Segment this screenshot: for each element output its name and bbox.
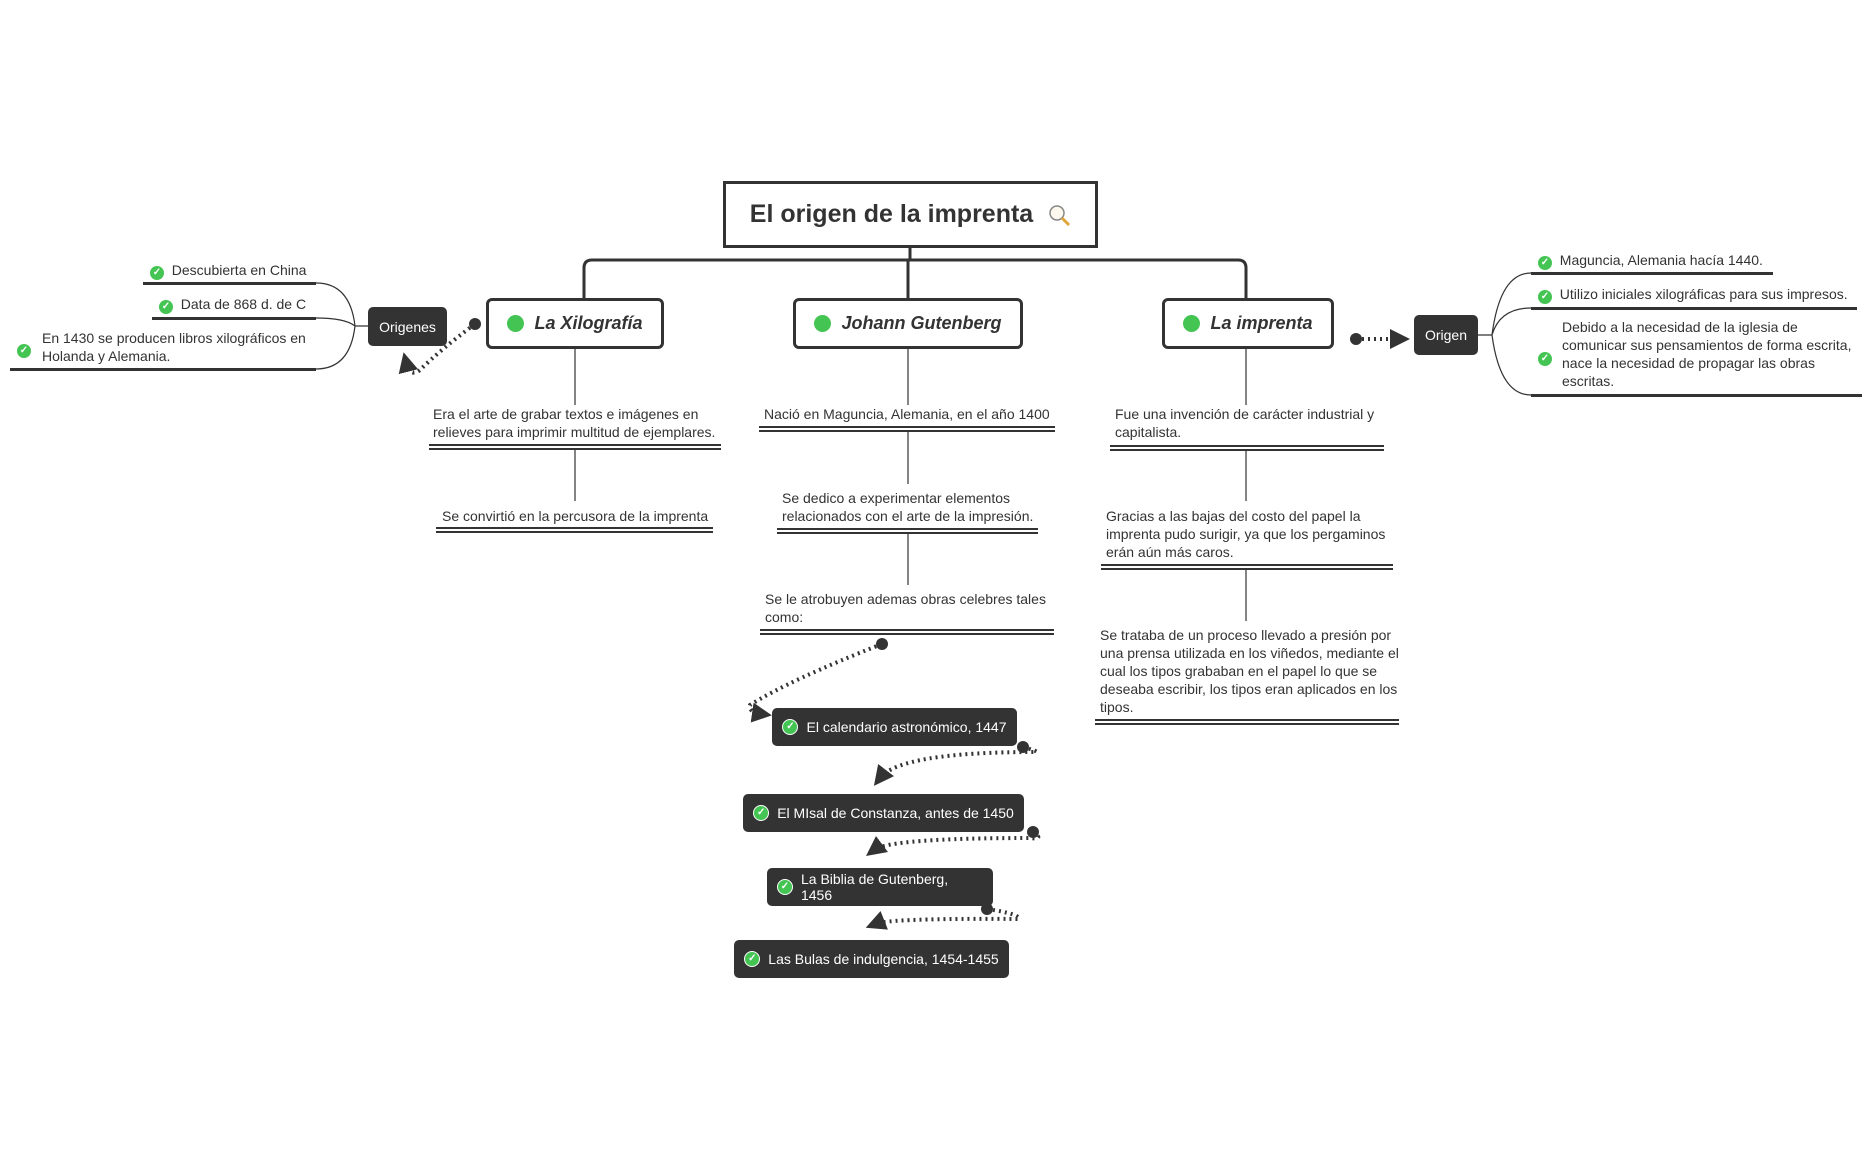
detail-text[interactable]: Gracias a las bajas del costo del papel …: [1106, 508, 1386, 560]
root-connector: [582, 248, 1248, 298]
underline: [10, 368, 316, 371]
detail-text[interactable]: Fue una invención de carácter industrial…: [1115, 406, 1375, 440]
underline: [1531, 307, 1857, 310]
underline: [1531, 394, 1862, 397]
detail-text[interactable]: Se trataba de un proceso llevado a presi…: [1100, 627, 1399, 715]
check-icon: ✓: [777, 879, 793, 895]
side-item[interactable]: ✓ Data de 868 d. de C: [159, 295, 319, 314]
check-icon: ✓: [753, 805, 770, 821]
origenes-branches: [315, 282, 368, 370]
node-label: Origenes: [379, 318, 436, 335]
dotted-relations: [398, 322, 1410, 930]
node-label: Las Bulas de indulgencia, 1454-1455: [768, 951, 999, 967]
check-icon: ✓: [1538, 256, 1552, 270]
double-underline: [759, 426, 1055, 432]
double-underline: [1095, 719, 1399, 725]
side-item[interactable]: En 1430 se producen libros xilográficos …: [42, 330, 306, 364]
item-text: Maguncia, Alemania hacía 1440.: [1559, 252, 1763, 268]
double-underline: [777, 528, 1038, 534]
origen-node[interactable]: Origen: [1414, 315, 1478, 355]
check-icon: ✓: [1538, 348, 1552, 366]
detail-connectors: [574, 349, 1247, 621]
node-label: El MIsal de Constanza, antes de 1450: [777, 805, 1014, 821]
topic-imprenta[interactable]: La imprenta: [1162, 298, 1334, 349]
detail-text[interactable]: Era el arte de grabar textos e imágenes …: [433, 406, 716, 440]
check-icon: ✓: [782, 719, 799, 735]
detail-text[interactable]: Se le atrobuyen ademas obras celebres ta…: [765, 591, 1046, 625]
magnifier-icon: [1049, 204, 1071, 226]
node-label: Origen: [1424, 327, 1468, 343]
underline: [143, 282, 316, 285]
double-underline: [429, 444, 721, 450]
side-item[interactable]: ✓ Utilizo iniciales xilográficas para su…: [1538, 285, 1862, 304]
check-icon: ✓: [1538, 290, 1552, 304]
topic-title: Johann Gutenberg: [841, 313, 1002, 333]
topic-xilografia[interactable]: La Xilografía: [486, 298, 664, 349]
origenes-node[interactable]: Origenes: [368, 307, 447, 346]
detail-text[interactable]: Se dedico a experimentar elementos relac…: [782, 490, 1034, 524]
side-item[interactable]: ✓ Descubierta en China: [150, 261, 316, 280]
root-title: El origen de la imprenta: [749, 200, 1034, 228]
status-dot-icon: [814, 315, 832, 332]
double-underline: [436, 527, 713, 533]
relation-start-dots: [469, 318, 1362, 915]
topic-gutenberg[interactable]: Johann Gutenberg: [793, 298, 1023, 349]
detail-text[interactable]: Nació en Maguncia, Alemania, en el año 1…: [764, 406, 1050, 422]
check-icon: ✓: [150, 266, 164, 280]
origen-branches: [1478, 272, 1532, 396]
double-underline: [1110, 445, 1384, 451]
underline: [152, 317, 316, 320]
status-dot-icon: [507, 315, 525, 332]
work-node[interactable]: ✓ La Biblia de Gutenberg, 1456: [767, 868, 993, 906]
item-text: Data de 868 d. de C: [180, 296, 307, 312]
status-dot-icon: [1183, 315, 1201, 332]
node-label: La Biblia de Gutenberg, 1456: [800, 871, 949, 903]
item-text: Utilizo iniciales xilográficas para sus …: [1559, 286, 1848, 302]
item-text: Descubierta en China: [171, 262, 307, 278]
double-underline: [760, 629, 1054, 635]
detail-text[interactable]: Se convirtió en la percusora de la impre…: [442, 508, 709, 524]
double-underline: [1101, 564, 1393, 570]
root-topic[interactable]: El origen de la imprenta: [723, 181, 1098, 248]
topic-title: La imprenta: [1210, 313, 1313, 333]
node-label: El calendario astronómico, 1447: [806, 719, 1007, 735]
check-icon: ✓: [17, 340, 31, 358]
work-node[interactable]: ✓ Las Bulas de indulgencia, 1454-1455: [734, 940, 1009, 978]
check-icon: ✓: [159, 300, 173, 314]
work-node[interactable]: ✓ El MIsal de Constanza, antes de 1450: [743, 794, 1024, 832]
topic-title: La Xilografía: [534, 313, 643, 333]
underline: [1531, 272, 1773, 275]
work-node[interactable]: ✓ El calendario astronómico, 1447: [772, 708, 1017, 746]
side-item[interactable]: ✓ Maguncia, Alemania hacía 1440.: [1538, 251, 1818, 270]
side-item[interactable]: Debido a la necesidad de la iglesia de c…: [1562, 319, 1852, 389]
check-icon: ✓: [744, 951, 761, 967]
